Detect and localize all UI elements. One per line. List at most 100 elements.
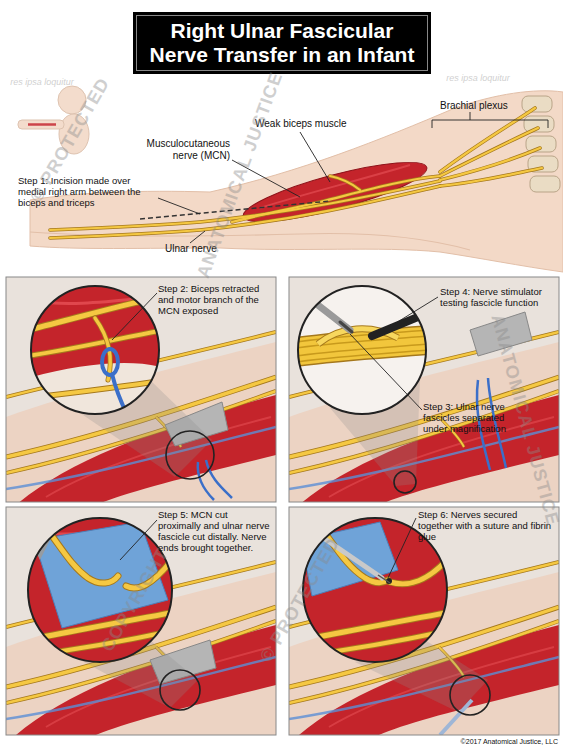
infant-icon	[28, 123, 56, 126]
leader-lines	[232, 160, 300, 197]
panel-step-2	[28, 296, 165, 398]
infant-icon	[18, 120, 64, 129]
panel-step-5	[26, 516, 176, 666]
leader-lines	[378, 297, 438, 334]
leader-lines	[350, 334, 422, 410]
nerves	[440, 168, 542, 186]
panel-step-6	[301, 630, 451, 656]
infant-icon	[59, 114, 89, 154]
copyright-note: ©2017 Anatomical Justice, LLC	[420, 738, 558, 746]
leader-lines	[158, 112, 548, 243]
panel-step-6	[289, 507, 559, 735]
panel-step-2	[6, 277, 276, 502]
panel-step-2	[28, 330, 165, 356]
panel-step-5	[126, 560, 172, 588]
step-note: Step 4: Nerve stimulator testing fascicl…	[440, 287, 555, 309]
panel-step-3-4	[289, 277, 559, 502]
step-note: Step 2: Biceps retracted and motor branc…	[158, 284, 273, 317]
panel-step-6	[390, 560, 447, 584]
panel-step-5	[40, 520, 118, 583]
watermark: ANATOMICAL JUSTICE	[193, 69, 287, 281]
step-note: Step 6: Nerves secured together with a s…	[418, 510, 554, 543]
part-label: Weak biceps muscle	[255, 118, 375, 130]
nerves	[440, 148, 540, 180]
panel-step-3-4	[340, 322, 352, 332]
leader-lines	[432, 120, 548, 128]
nerves	[440, 148, 540, 180]
panel-step-2	[6, 277, 276, 505]
panel-step-2	[28, 330, 165, 356]
panel-step-6	[450, 675, 490, 715]
watermark: © PROTECTED	[256, 534, 344, 666]
panel-step-3-4	[296, 284, 430, 418]
panel-step-2	[6, 277, 276, 502]
panel-step-2	[28, 284, 165, 378]
panel-step-5	[20, 516, 176, 666]
panel-step-2	[102, 349, 118, 375]
spine	[522, 96, 552, 112]
leader-lines	[300, 132, 330, 182]
panel-step-2	[118, 392, 168, 424]
part-label: Ulnar nerve	[165, 243, 245, 255]
panel-step-3-4	[296, 284, 430, 418]
nerves	[50, 108, 542, 238]
spine	[524, 116, 554, 132]
leader-lines	[470, 112, 471, 120]
spine	[526, 136, 556, 152]
panel-step-2	[6, 277, 276, 502]
spine	[530, 176, 560, 192]
panel-step-6	[289, 507, 559, 735]
watermark: ANATOMICAL JUSTICE	[487, 312, 563, 528]
watermark: res ipsa loquitur	[10, 77, 74, 87]
leader-lines	[388, 518, 416, 578]
panel-step-5	[20, 520, 60, 560]
leader-lines	[190, 231, 205, 243]
nerves	[330, 176, 360, 190]
panel-step-5	[26, 630, 176, 656]
panel-step-2	[28, 296, 165, 330]
panel-step-3-4	[394, 471, 416, 493]
panel-step-5	[6, 507, 276, 735]
panel-step-5	[6, 507, 276, 735]
panel-step-5	[26, 630, 176, 656]
panel-step-2	[166, 431, 214, 479]
part-label: Musculocutaneous nerve (MCN)	[124, 138, 230, 161]
title-box: Right Ulnar Fascicular Nerve Transfer in…	[133, 12, 431, 74]
panel-step-5	[160, 670, 200, 710]
panel-step-6	[301, 630, 451, 656]
spine	[522, 96, 560, 192]
step-note: Step 1: Incision made over medial right …	[18, 176, 158, 209]
infant-icon	[58, 86, 86, 114]
leader-lines	[112, 293, 157, 340]
leader-lines	[112, 293, 438, 578]
panel-step-2	[28, 296, 165, 330]
infant-icon	[18, 86, 89, 154]
panel-step-5	[6, 507, 276, 735]
panel-step-6	[289, 507, 559, 735]
incision-line	[140, 201, 330, 219]
panel-step-5	[28, 518, 172, 662]
panel-step-3-4	[289, 277, 559, 502]
panel-step-3-4	[470, 312, 532, 356]
panel-step-6	[378, 575, 390, 583]
nerves	[50, 108, 542, 238]
panel-step-3-4	[289, 277, 559, 505]
panel-step-3-4	[296, 330, 430, 362]
panel-step-3-4	[296, 344, 430, 356]
panel-step-2	[198, 462, 214, 500]
step-note: Step 3: Ulnar nerve fascicles separated …	[423, 402, 511, 435]
panel-step-6	[390, 560, 447, 584]
panel-step-2	[112, 374, 130, 420]
nerves	[330, 176, 360, 190]
panel-step-5	[6, 507, 276, 735]
nerves	[440, 128, 538, 176]
panel-step-2	[206, 460, 232, 498]
watermark: © PROTECTED	[26, 74, 114, 206]
panel-step-6	[300, 522, 382, 578]
nerves	[440, 128, 538, 176]
title: Right Ulnar Fascicular Nerve Transfer in…	[142, 19, 422, 66]
step-note: Step 5: MCN cut proximally and ulnar ner…	[158, 510, 273, 554]
panel-step-6	[289, 507, 559, 735]
